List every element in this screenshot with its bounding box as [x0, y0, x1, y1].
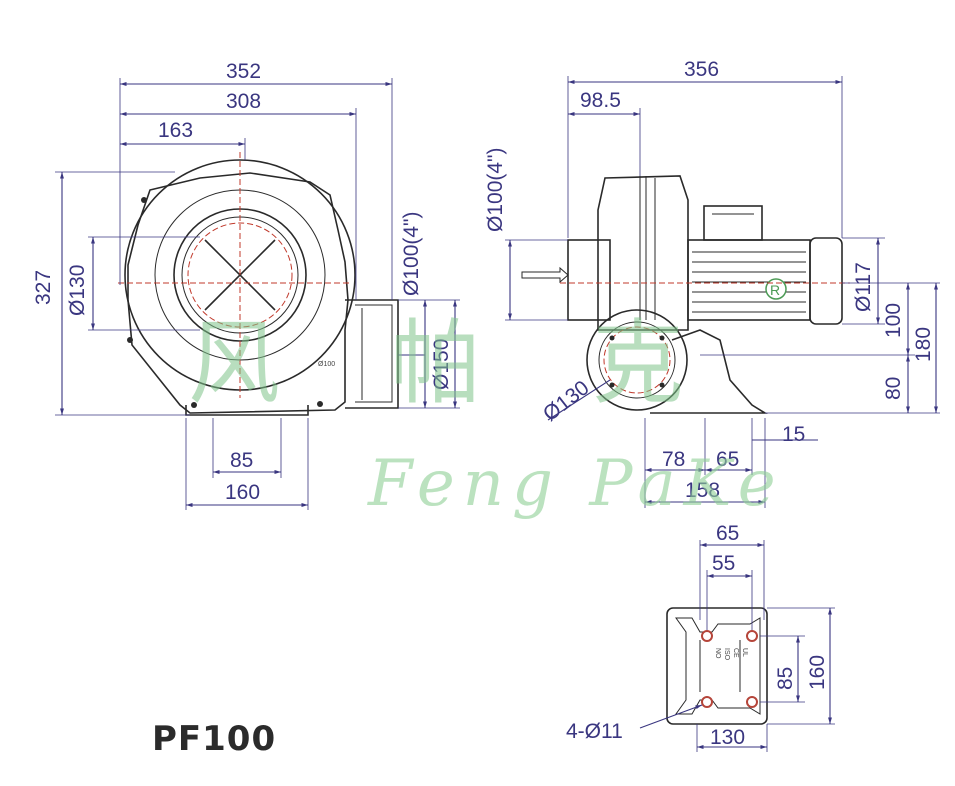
dim-356: 356: [684, 58, 719, 81]
svg-text:NO: NO: [714, 648, 721, 659]
svg-text:ISO: ISO: [723, 648, 730, 661]
front-view: Ø100 352 308 163 327 Ø130 Ø100(4") Ø150: [32, 60, 460, 510]
dim-65-base: 65: [716, 522, 739, 545]
dim-65-side: 65: [716, 448, 739, 471]
dim-98-5: 98.5: [580, 89, 621, 112]
mount-hole-3: [701, 696, 713, 708]
dim-o100-side: Ø100(4"): [484, 148, 507, 233]
base-view: NO ISO CE UL 65 55 85 160 130 4-Ø11: [566, 522, 835, 752]
dim-163: 163: [158, 119, 193, 142]
dim-55: 55: [712, 552, 735, 575]
model-label: PF100: [152, 719, 276, 759]
nameplate-text: NO ISO CE UL: [714, 648, 748, 661]
dim-160-front: 160: [225, 481, 260, 504]
dim-130-base: 130: [710, 726, 745, 749]
dim-o117: Ø117: [852, 262, 875, 312]
dim-78: 78: [662, 448, 685, 471]
dim-line-o130-side: [547, 379, 611, 421]
registered-letter: R: [770, 282, 780, 298]
dim-352: 352: [226, 60, 261, 83]
dim-327: 327: [32, 270, 55, 305]
mount-hole-1: [701, 630, 713, 642]
dim-158: 158: [685, 479, 720, 502]
dim-180: 180: [912, 327, 935, 362]
holes-leader: [639, 704, 703, 729]
dim-85-front: 85: [230, 449, 253, 472]
dim-85-base: 85: [774, 667, 797, 690]
front-small-label: Ø100: [318, 361, 335, 368]
motor-fins: [692, 251, 806, 313]
dim-160-base: 160: [806, 655, 829, 690]
dim-o130-front: Ø130: [66, 265, 89, 316]
dim-100: 100: [882, 303, 905, 338]
dim-o100-front: Ø100(4"): [400, 212, 423, 297]
base-plate: NO ISO CE UL: [666, 607, 768, 725]
dim-80: 80: [882, 377, 905, 400]
dim-o150: Ø150: [430, 339, 453, 390]
mount-hole-4: [746, 696, 758, 708]
svg-text:CE: CE: [732, 648, 739, 658]
front-housing: Ø100: [118, 152, 425, 416]
watermark: 风帕克 Feng PaKe: [188, 310, 794, 521]
svg-text:UL: UL: [741, 648, 748, 657]
registered-mark-icon: [765, 278, 787, 300]
mount-hole-2: [746, 630, 758, 642]
watermark-chinese: 风帕克: [188, 310, 794, 417]
watermark-english: Feng PaKe: [367, 447, 784, 521]
dim-holes: 4-Ø11: [566, 720, 623, 743]
dim-308: 308: [226, 90, 261, 113]
side-housing: R: [521, 175, 850, 414]
dim-15: 15: [782, 423, 805, 446]
side-view: R 356 98.5 Ø100(4") Ø1: [484, 58, 940, 508]
